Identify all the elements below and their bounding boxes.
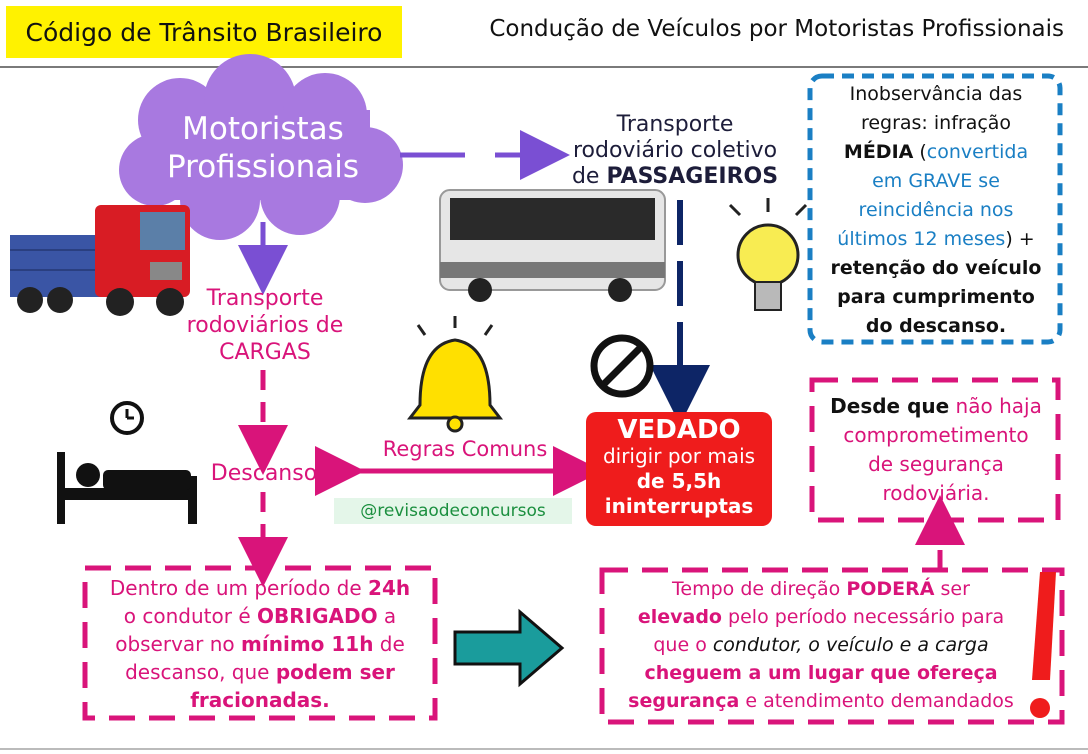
footer-divider [0, 748, 1088, 750]
rest-rule-text: Dentro de um período de 24h o condutor é… [90, 574, 430, 714]
extension-l1c: ser [934, 578, 970, 600]
extension-l3a: que o [653, 634, 713, 656]
penalty-line-3: MÉDIA (convertida [816, 138, 1056, 167]
bell-icon [406, 316, 504, 433]
arrow-teal [453, 608, 565, 688]
penalty-box-border [807, 73, 1063, 345]
vedado-line-1: dirigir por mais [602, 444, 756, 468]
rest-rule-obrigado: OBRIGADO [256, 604, 378, 628]
penalty-line-5: reincidência nos [858, 199, 1014, 221]
bus-illustration [439, 189, 666, 302]
rest-rule-podem: podem ser [275, 660, 395, 684]
penalty-text: Inobservância das regras: infração MÉDIA… [816, 80, 1056, 341]
condition-box-border [809, 377, 1061, 523]
condition-line-3: de segurança [868, 452, 1004, 476]
condition-line-4: rodoviária. [882, 481, 990, 505]
extension-l2b: pelo período necessário para [722, 606, 1005, 628]
passenger-line-2: rodoviário coletivo [572, 138, 778, 163]
extension-line-1: Tempo de direção PODERÁ ser [606, 575, 1036, 603]
extension-l5b: e atendimento demandados [739, 690, 1014, 712]
condition-line-1: Desde que não haja [818, 392, 1054, 421]
penalty-media: MÉDIA [843, 141, 914, 163]
prohibited-icon [590, 334, 654, 398]
rest-rule-l3c: de [373, 632, 405, 656]
penalty-line-9: do descanso. [865, 315, 1007, 337]
cloud-shape [119, 54, 403, 240]
bed-icon [57, 452, 197, 524]
cloud-line-1: Motoristas [182, 111, 344, 147]
penalty-paren: ( [913, 141, 927, 163]
cloud-line-2: Profissionais [167, 149, 359, 185]
header-divider [0, 66, 1088, 68]
condition-desde-que: Desde que [830, 394, 950, 418]
extension-elevado: elevado [637, 606, 722, 628]
social-handle: @revisaodeconcursos [334, 498, 572, 524]
extension-podera: PODERÁ [846, 578, 935, 600]
condition-line-2: comprometimento [843, 423, 1029, 447]
header-title: Código de Trânsito Brasileiro [6, 6, 402, 58]
penalty-line-1: Inobservância das [849, 83, 1023, 105]
penalty-line-7: retenção do veículo [830, 257, 1042, 279]
extension-l1a: Tempo de direção [672, 578, 847, 600]
extension-seguranca: segurança [628, 690, 740, 712]
passenger-transport-label: Transporte rodoviário coletivo de PASSAG… [550, 112, 800, 190]
passenger-line-1: Transporte [616, 112, 734, 137]
vedado-title: VEDADO [617, 415, 741, 445]
cargo-line-1: Transporte [206, 286, 324, 311]
extension-line-2: elevado pelo período necessário para [606, 603, 1036, 631]
cloud-label: Motoristas Profissionais [128, 110, 398, 186]
rest-rule-line-3: observar no mínimo 11h de [90, 630, 430, 658]
rest-rule-l3a: observar no [115, 632, 242, 656]
rest-rule-line-5: fracionadas. [190, 688, 330, 712]
light-bulb-icon [728, 198, 808, 311]
extension-subjects: condutor, o veículo e a carga [712, 634, 989, 656]
penalty-line-4: em GRAVE se [872, 170, 1000, 192]
penalty-months: últimos 12 meses [837, 228, 1006, 250]
rest-rule-l4a: descanso, que [125, 660, 276, 684]
truck-illustration [10, 205, 190, 316]
rest-rule-line-2: o condutor é OBRIGADO a [90, 602, 430, 630]
condition-nao-haja: não haja [949, 394, 1042, 418]
exclamation-icon [1032, 572, 1056, 680]
rest-label: Descanso [210, 461, 318, 486]
passenger-prefix: de [571, 164, 607, 189]
vedado-box: VEDADO dirigir por mais de 5,5h ininterr… [586, 412, 772, 526]
extension-line-3: que o condutor, o veículo e a carga [606, 631, 1036, 659]
rest-rule-l2c: a [377, 604, 397, 628]
passenger-line-3: de PASSAGEIROS [550, 164, 800, 190]
vedado-line-2: de 5,5h [636, 469, 722, 493]
condition-text: Desde que não haja comprometimento de se… [818, 392, 1054, 508]
extension-text: Tempo de direção PODERÁ ser elevado pelo… [606, 575, 1036, 715]
penalty-line-2: regras: infração [860, 112, 1012, 134]
cargo-line-3: CARGAS [219, 340, 311, 365]
rest-rule-box-border [82, 565, 438, 721]
rest-rule-l1a: Dentro de um período de [109, 576, 369, 600]
cargo-transport-label: Transporte rodoviários de CARGAS [160, 285, 370, 366]
extension-line-5: segurança e atendimento demandados [606, 687, 1036, 715]
extension-line-4: cheguem a um lugar que ofereça [644, 662, 998, 684]
passenger-bold: PASSAGEIROS [606, 164, 779, 189]
header-subtitle: Condução de Veículos por Motoristas Prof… [489, 16, 1064, 42]
vedado-line-3: ininterruptas [604, 494, 754, 518]
extension-box-border [599, 567, 1065, 725]
clock-icon [110, 401, 144, 435]
cargo-line-2: rodoviários de [186, 313, 344, 338]
rest-rule-line-1: Dentro de um período de 24h [90, 574, 430, 602]
rest-rule-24h: 24h [368, 576, 411, 600]
rest-rule-line-4: descanso, que podem ser [90, 658, 430, 686]
penalty-plus: ) + [1005, 228, 1035, 250]
rest-rule-l2a: o condutor é [123, 604, 257, 628]
common-rules-label: Regras Comuns [382, 437, 548, 461]
rest-rule-11h: mínimo 11h [241, 632, 374, 656]
penalty-line-8: para cumprimento [837, 286, 1035, 308]
penalty-line-6: últimos 12 meses) + [816, 225, 1056, 254]
penalty-convertida: convertida [926, 141, 1029, 163]
